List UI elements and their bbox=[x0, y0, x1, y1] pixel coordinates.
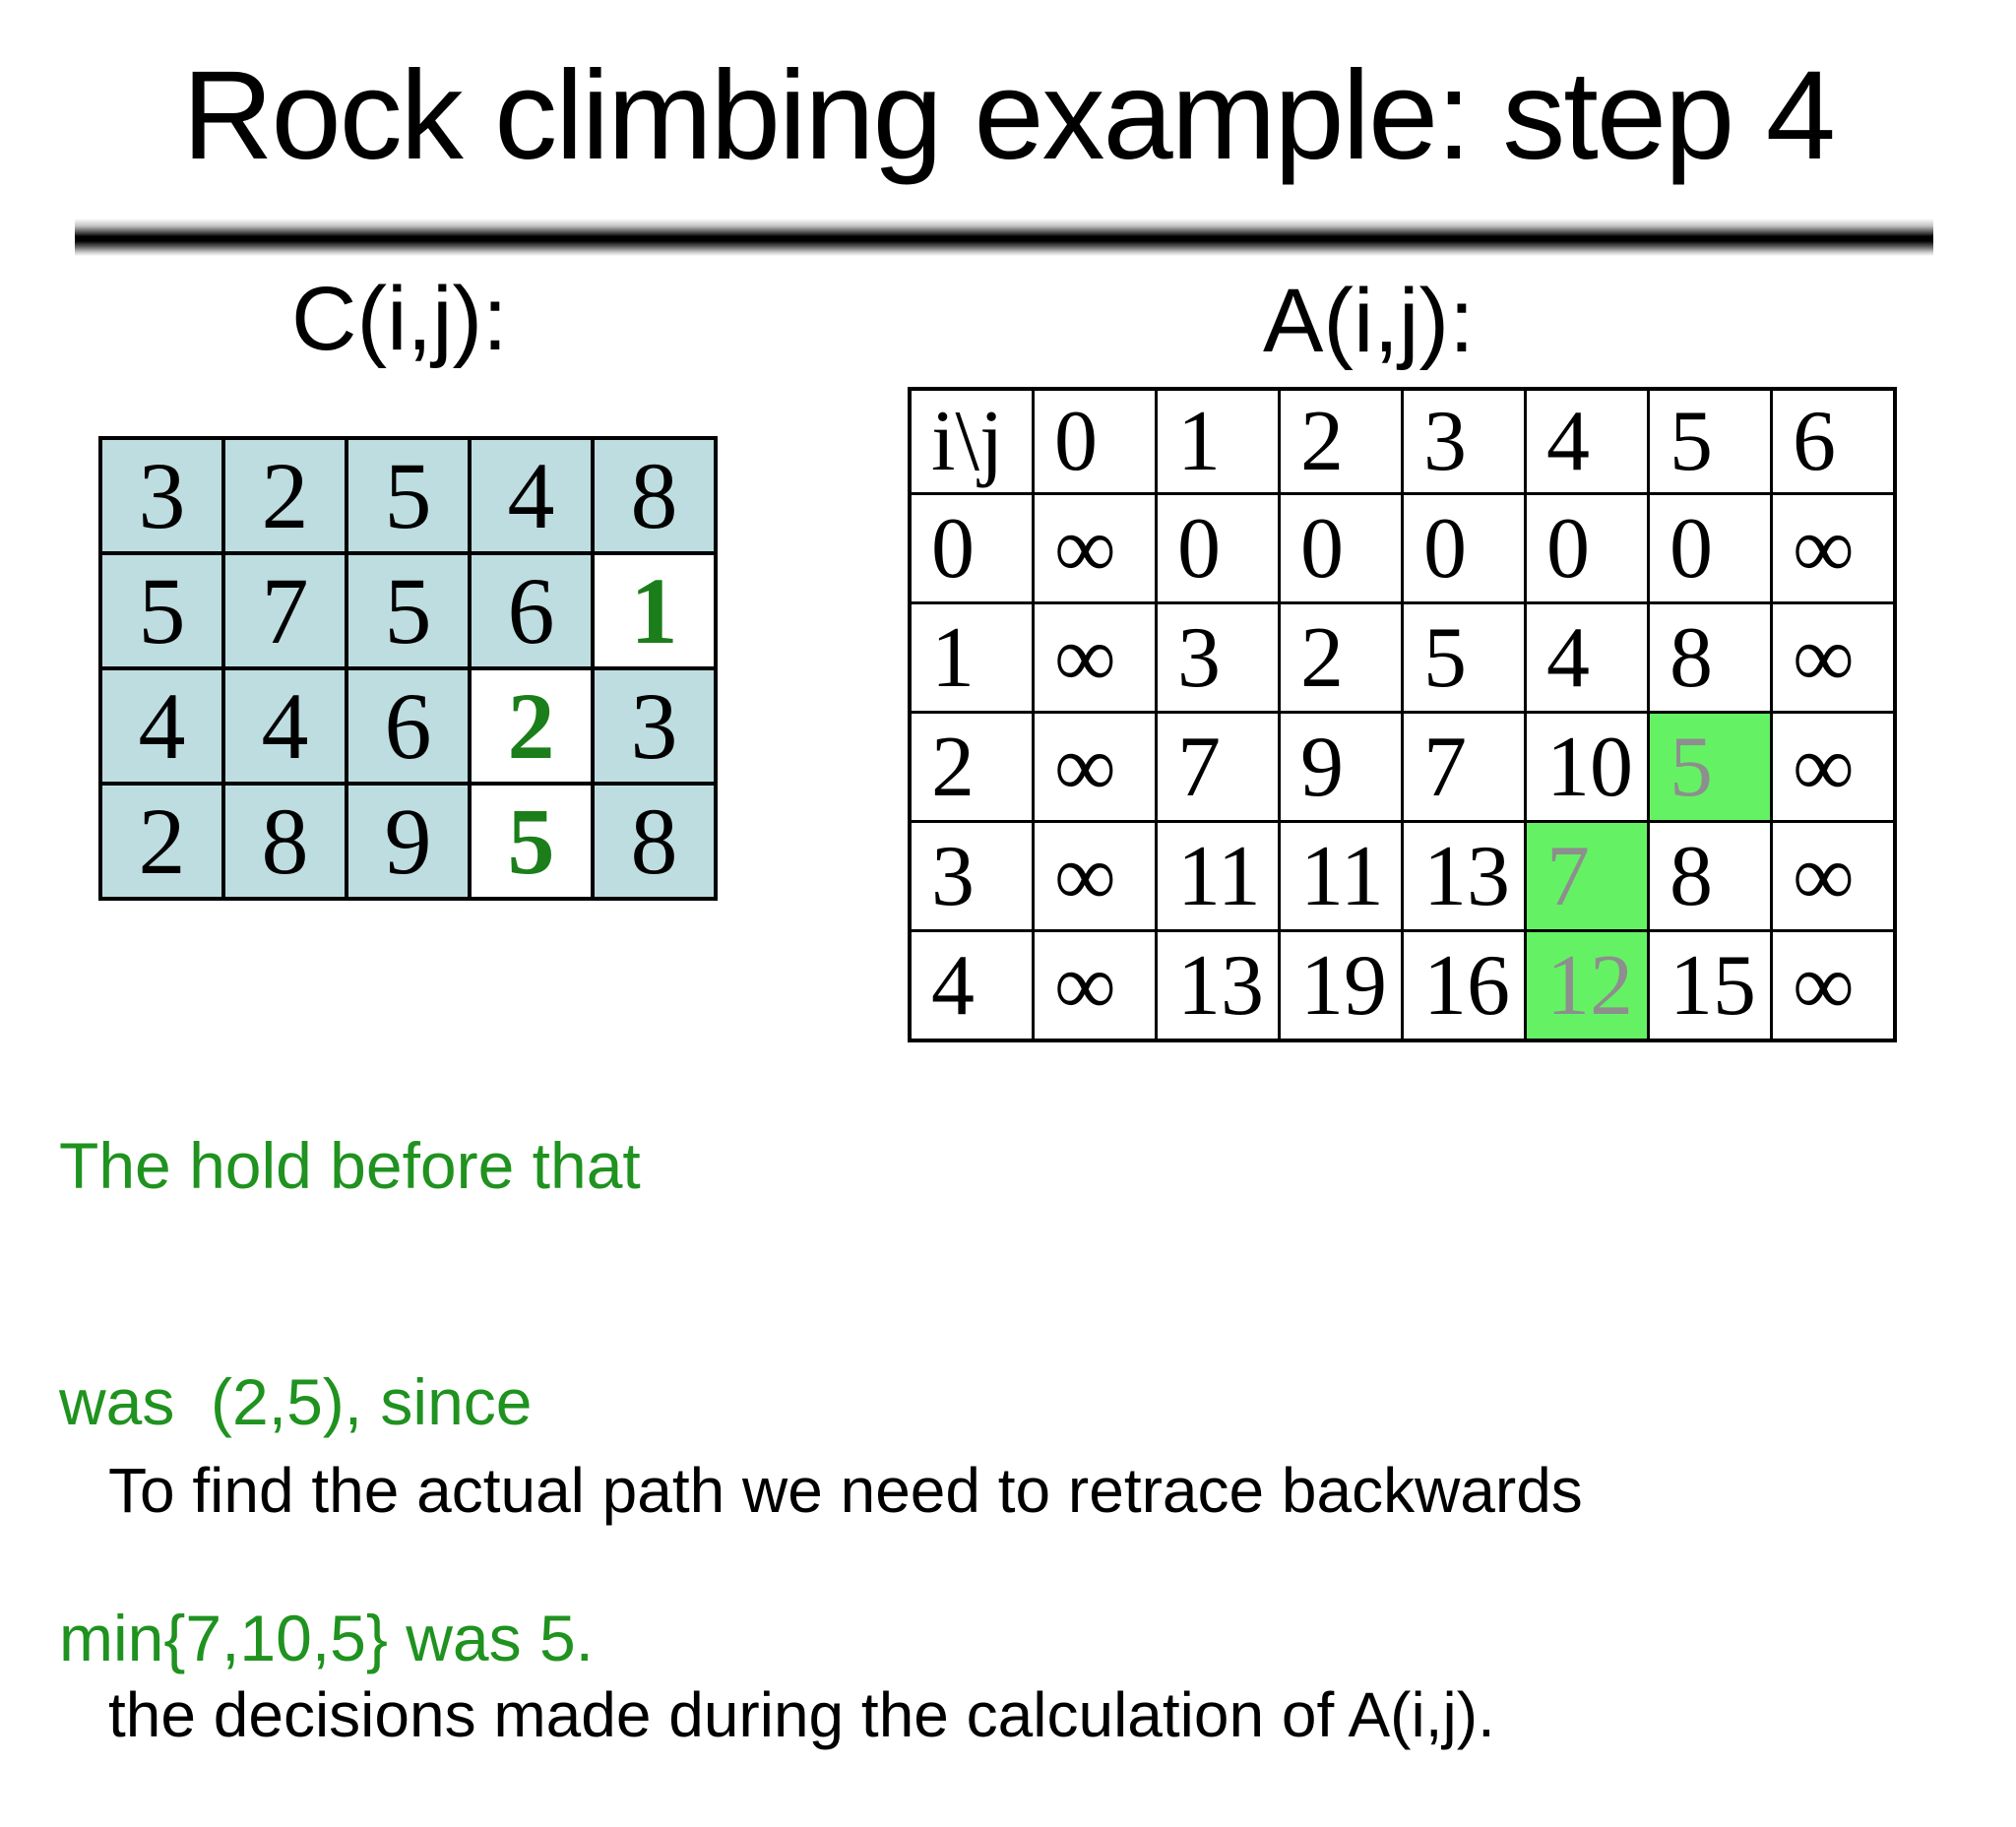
a-header-cell: i\j bbox=[908, 387, 1035, 495]
a-cell: 10 bbox=[1524, 711, 1650, 823]
a-header-cell: 6 bbox=[1770, 387, 1897, 495]
a-cell-highlighted: 12 bbox=[1524, 929, 1650, 1042]
a-cell: ∞ bbox=[1032, 820, 1158, 932]
a-row-label: 1 bbox=[908, 601, 1035, 714]
a-cell: 0 bbox=[1647, 492, 1773, 604]
a-cell: 13 bbox=[1401, 820, 1527, 932]
a-cell: 19 bbox=[1278, 929, 1404, 1042]
note-line: The hold before that bbox=[59, 1129, 641, 1202]
c-cell: 3 bbox=[98, 436, 225, 555]
a-row-label: 4 bbox=[908, 929, 1035, 1042]
footer-line: To find the actual path we need to retra… bbox=[108, 1455, 1583, 1526]
a-cell: 3 bbox=[1155, 601, 1281, 714]
a-cell: 16 bbox=[1401, 929, 1527, 1042]
a-cell: 5 bbox=[1401, 601, 1527, 714]
c-cell: 4 bbox=[468, 436, 595, 555]
c-cell-path: 1 bbox=[591, 551, 718, 670]
a-cell: 0 bbox=[1155, 492, 1281, 604]
a-header-cell: 0 bbox=[1032, 387, 1158, 495]
footer-line: the decisions made during the calculatio… bbox=[108, 1679, 1495, 1750]
a-row-label: 0 bbox=[908, 492, 1035, 604]
a-cell: 7 bbox=[1155, 711, 1281, 823]
a-header-cell: 5 bbox=[1647, 387, 1773, 495]
c-cell: 8 bbox=[221, 782, 348, 901]
a-cell: 8 bbox=[1647, 820, 1773, 932]
c-cell: 5 bbox=[98, 551, 225, 670]
a-cell: ∞ bbox=[1032, 601, 1158, 714]
c-cell: 5 bbox=[345, 436, 472, 555]
a-cell: 2 bbox=[1278, 601, 1404, 714]
a-header-cell: 1 bbox=[1155, 387, 1281, 495]
a-cell: ∞ bbox=[1770, 492, 1897, 604]
note-line: was (2,5), since bbox=[59, 1365, 533, 1438]
c-cell: 3 bbox=[591, 666, 718, 786]
a-header-cell: 2 bbox=[1278, 387, 1404, 495]
c-cell: 8 bbox=[591, 436, 718, 555]
c-table-label: C(i,j): bbox=[291, 269, 508, 369]
c-cell: 6 bbox=[345, 666, 472, 786]
a-header-cell: 4 bbox=[1524, 387, 1650, 495]
c-cell: 7 bbox=[221, 551, 348, 670]
a-cell: 13 bbox=[1155, 929, 1281, 1042]
a-cell: ∞ bbox=[1032, 711, 1158, 823]
a-row-label: 3 bbox=[908, 820, 1035, 932]
a-cell: 9 bbox=[1278, 711, 1404, 823]
c-cell: 8 bbox=[591, 782, 718, 901]
a-cell: 11 bbox=[1155, 820, 1281, 932]
slide-title: Rock climbing example: step 4 bbox=[182, 45, 1836, 186]
c-cell: 4 bbox=[98, 666, 225, 786]
c-cell: 2 bbox=[98, 782, 225, 901]
c-cell-path: 2 bbox=[468, 666, 595, 786]
a-cell: 0 bbox=[1401, 492, 1527, 604]
c-cell-path: 5 bbox=[468, 782, 595, 901]
a-cell: ∞ bbox=[1770, 929, 1897, 1042]
a-cell-highlighted: 5 bbox=[1647, 711, 1773, 823]
a-row-label: 2 bbox=[908, 711, 1035, 823]
c-cell: 9 bbox=[345, 782, 472, 901]
a-cell: ∞ bbox=[1770, 601, 1897, 714]
c-cell: 5 bbox=[345, 551, 472, 670]
a-cell-highlighted: 7 bbox=[1524, 820, 1650, 932]
a-header-cell: 3 bbox=[1401, 387, 1527, 495]
a-cell: ∞ bbox=[1770, 711, 1897, 823]
a-cell: 7 bbox=[1401, 711, 1527, 823]
title-divider-bar bbox=[75, 219, 1933, 256]
c-cell: 2 bbox=[221, 436, 348, 555]
a-cell: ∞ bbox=[1770, 820, 1897, 932]
a-table-label: A(i,j): bbox=[1263, 271, 1475, 371]
a-cell: 8 bbox=[1647, 601, 1773, 714]
a-cell: ∞ bbox=[1032, 929, 1158, 1042]
c-cell: 6 bbox=[468, 551, 595, 670]
a-cell: 0 bbox=[1278, 492, 1404, 604]
footer-text: To find the actual path we need to retra… bbox=[108, 1303, 1583, 1827]
a-cell: ∞ bbox=[1032, 492, 1158, 604]
a-cell: 15 bbox=[1647, 929, 1773, 1042]
c-cell: 4 bbox=[221, 666, 348, 786]
a-cell: 4 bbox=[1524, 601, 1650, 714]
a-cell: 0 bbox=[1524, 492, 1650, 604]
a-cell: 11 bbox=[1278, 820, 1404, 932]
